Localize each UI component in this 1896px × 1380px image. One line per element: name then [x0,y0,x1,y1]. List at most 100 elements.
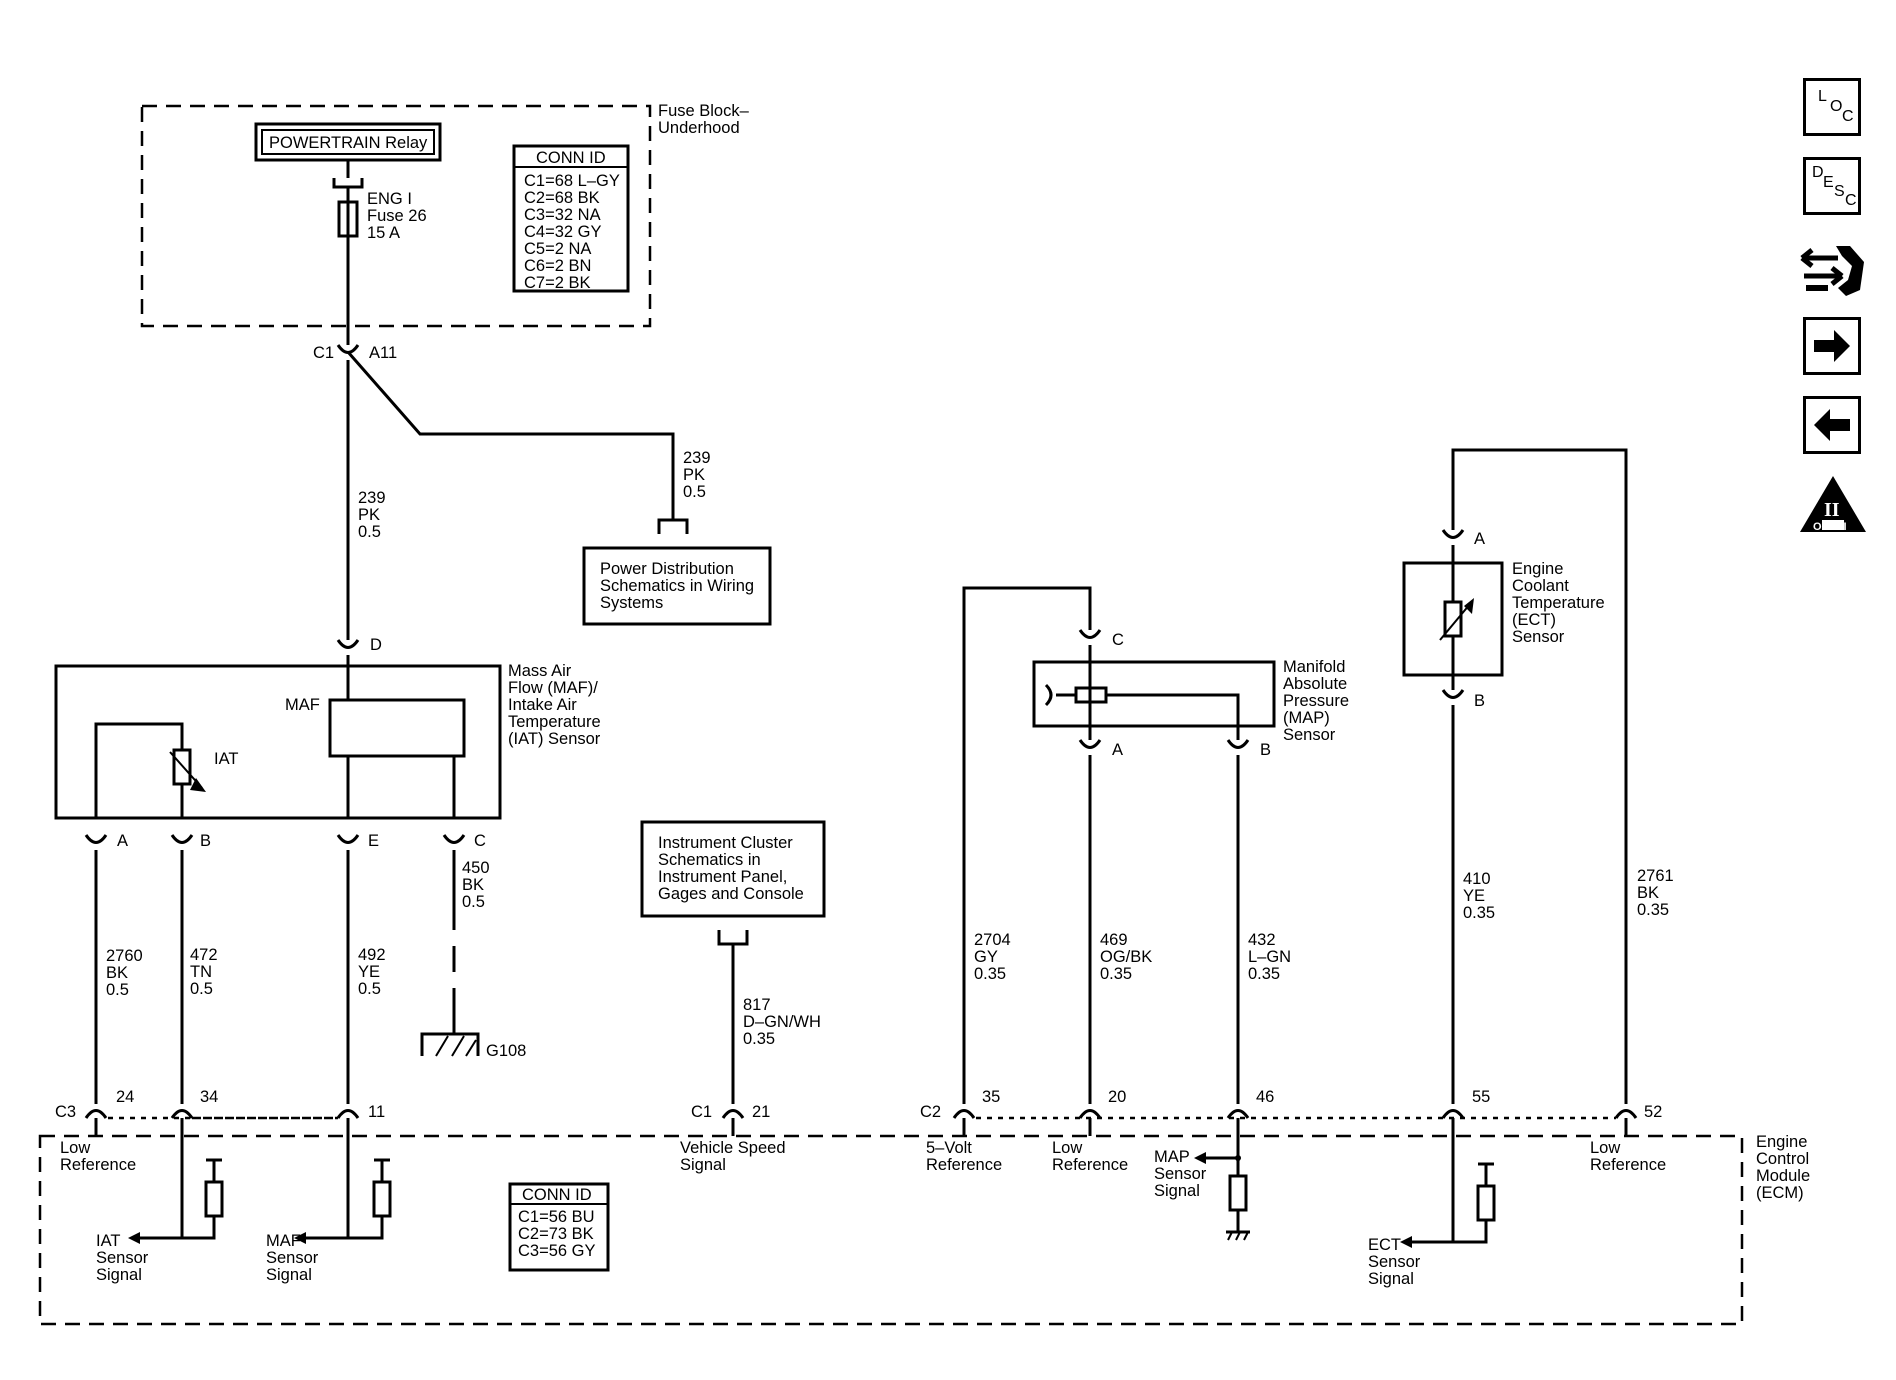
map-sensor-label: (MAP) [1283,709,1330,727]
conn-id-row: C2=68 BK [524,189,600,207]
wire-label: 0.35 [1637,901,1669,919]
wire-label: D–GN/WH [743,1013,821,1031]
conn-id-row: C7=2 BK [524,274,591,292]
map-signal-label: MAP [1154,1148,1190,1166]
iat-label: IAT [214,750,238,768]
ecm-conn-id-title: CONN ID [522,1186,592,1204]
ecm-pin: 11 [368,1103,385,1121]
maf-signal-label: Signal [266,1266,312,1284]
iat-signal-label: Sensor [96,1249,149,1267]
ecm-label: Control [1756,1150,1809,1168]
wire-label: 2704 [974,931,1011,949]
instrument-cluster-line: Instrument Cluster [658,834,793,852]
instrument-cluster-box[interactable]: Instrument Cluster Schematics in Instrum… [640,820,826,918]
ecm-pin: 21 [752,1103,770,1121]
wire-label: 0.35 [743,1030,775,1048]
low-reference-label: Reference [1590,1156,1666,1174]
wire-label: 410 [1463,870,1491,888]
instrument-cluster-line: Schematics in [658,851,761,869]
maf-sensor-label: Intake Air [508,696,577,714]
ect-pin-a: A [1474,530,1485,548]
vss-label: Vehicle Speed [680,1139,786,1157]
wire-label: YE [1463,887,1485,905]
ecm-pin: 52 [1644,1103,1662,1121]
low-reference-label: Low [1590,1139,1620,1157]
pin-c: C [474,832,486,850]
map-sensor-label: Sensor [1283,726,1336,744]
wire-label: 817 [743,996,771,1014]
ecm-conn-id-row: C3=56 GY [518,1242,596,1260]
wire-label: 0.5 [106,981,129,999]
ground-g108: G108 [420,1012,526,1060]
wire-label: 472 [190,946,218,964]
wire-label: 469 [1100,931,1128,949]
ecm-conn-c3: C3 [55,1103,76,1121]
ecm-pin: 20 [1108,1088,1126,1106]
pin-b: B [200,832,211,850]
map-sensor-label: Absolute [1283,675,1347,693]
fuse-block-label-2: Underhood [658,119,740,137]
fuse-block-underhood: Fuse Block– Underhood POWERTRAIN Relay E… [140,102,750,328]
wire-label: 2761 [1637,867,1674,885]
wire-label: 0.5 [358,980,381,998]
maf-signal-label: Sensor [266,1249,319,1267]
power-distribution-box[interactable]: Power Distribution Schematics in Wiring … [582,546,772,626]
conn-id-row: C1=68 L–GY [524,172,620,190]
conn-id-row: C4=32 GY [524,223,602,241]
ecm-conn-c1: C1 [691,1103,712,1121]
maf-sensor-label: (IAT) Sensor [508,730,601,748]
instrument-cluster-line: Instrument Panel, [658,868,787,886]
wire-label: 0.5 [462,893,485,911]
wire-label: BK [106,964,128,982]
ect-sensor-label: Coolant [1512,577,1569,595]
powertrain-relay: POWERTRAIN Relay [269,134,428,152]
ecm-pin: 46 [1256,1088,1274,1106]
ecm-conn-id-row: C2=73 BK [518,1225,594,1243]
wire-label: 0.35 [1100,965,1132,983]
wire-239-branch [346,351,675,520]
forward-arrow-icon[interactable] [1803,317,1861,375]
wire-label: BK [462,876,484,894]
low-reference-label: Low [1052,1139,1082,1157]
wire-label: 239 [358,489,386,507]
conn-id-row: C6=2 BN [524,257,591,275]
five-volt-label: Reference [926,1156,1002,1174]
power-dist-line: Power Distribution [600,560,734,578]
wire-label: 2760 [106,947,143,965]
wire-label: TN [190,963,212,981]
ect-sensor: A Engine Coolant Temperature (ECT) Senso… [1402,448,1628,1104]
description-icon[interactable]: D E S C [1803,157,1861,215]
wire-label: GY [974,948,998,966]
back-arrow-icon[interactable] [1803,396,1861,454]
location-icon[interactable]: L O C [1803,78,1861,136]
fuse-label-1: ENG I [367,190,412,208]
wire-label: 0.5 [190,980,213,998]
ecm-conn-c2: C2 [920,1103,941,1121]
wire-label: PK [683,466,705,484]
wire-2761 [1451,448,1628,1104]
vss-label: Signal [680,1156,726,1174]
iat-signal-label: IAT [96,1232,120,1250]
svg-text:II: II [1824,499,1840,521]
map-sensor-label: Pressure [1283,692,1349,710]
maf-connectors: A B E C [84,832,486,850]
wire-label: YE [358,963,380,981]
ecm-label: Module [1756,1167,1810,1185]
obd-ii-icon[interactable]: II OBD II [1798,474,1868,536]
wire-label: 492 [358,946,386,964]
engine-control-module: Engine Control Module (ECM) C3 24 34 11 … [38,1088,1810,1326]
wire-label: OG/BK [1100,948,1152,966]
svg-text:OBD II: OBD II [1813,521,1847,533]
wire-label: 0.35 [1248,965,1280,983]
power-dist-line: Schematics in Wiring [600,577,754,595]
wire-label: 0.35 [1463,904,1495,922]
conn-id-row: C5=2 NA [524,240,591,258]
ecm-pin: 55 [1472,1088,1490,1106]
iat-signal-label: Signal [96,1266,142,1284]
ect-pin-b: B [1474,692,1485,710]
diagnostic-connector-icon[interactable] [1798,238,1868,302]
wire-label: BK [1637,884,1659,902]
ecm-label: (ECM) [1756,1184,1804,1202]
pin-e: E [368,832,379,850]
wire-label: 0.5 [358,523,381,541]
